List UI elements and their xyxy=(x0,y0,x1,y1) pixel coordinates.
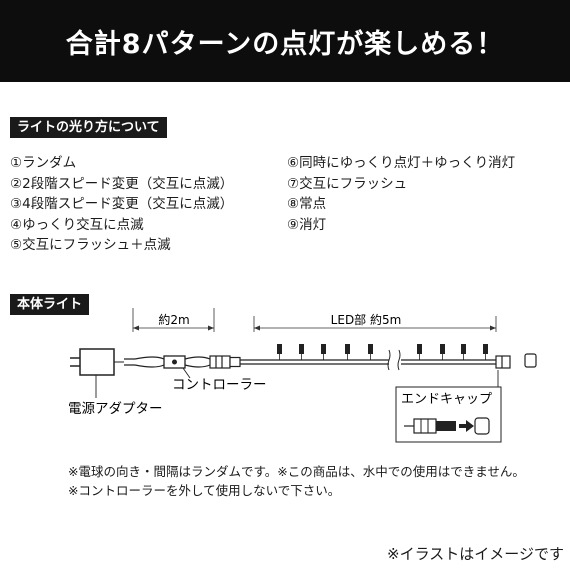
headline-banner: 合計8パターンの点灯が楽しめる！ xyxy=(0,0,570,82)
power-adapter-label: 電源アダプター xyxy=(68,401,163,417)
dimension-led xyxy=(253,316,497,332)
headline-title: 合計8パターンの点灯が楽しめる！ xyxy=(65,28,505,60)
led-bulb xyxy=(277,344,282,354)
pattern-item: ⑧常点 xyxy=(287,196,327,212)
usage-note: ※コントローラーを外して使用しないで下さい。 xyxy=(68,483,341,498)
led-bulb xyxy=(321,344,326,354)
pattern-item: ④ゆっくり交互に点滅 xyxy=(10,216,144,233)
pattern-item: ⑤交互にフラッシュ＋点滅 xyxy=(10,237,171,253)
product-diagram: 約2m LED部 約5m xyxy=(68,308,537,443)
section-label-light-patterns: ライトの光り方について xyxy=(10,117,167,138)
pattern-item: ⑦交互にフラッシュ xyxy=(287,175,408,192)
usage-notes: ※電球の向き・間隔はランダムです。※この商品は、水中での使用はできません。 ※コ… xyxy=(68,462,525,500)
arrow-right-icon xyxy=(459,420,474,432)
pattern-list-left: ①ランダム ②2段階スピード変更（交互に点滅） ③4段階スピード変更（交互に点滅… xyxy=(10,153,233,256)
wire xyxy=(124,356,496,368)
image-disclaimer: ※イラストはイメージです xyxy=(387,545,564,563)
led-bulb xyxy=(483,344,488,354)
dimension-led-label: LED部 約5m xyxy=(331,312,402,327)
dimension-cable xyxy=(132,308,215,332)
connector-icon xyxy=(209,355,241,369)
power-adapter-icon xyxy=(70,348,124,376)
led-bulb xyxy=(368,344,373,354)
led-bulb xyxy=(440,344,445,354)
pattern-item: ①ランダム xyxy=(10,155,77,171)
end-cap-detail-box xyxy=(395,386,502,443)
led-bulb xyxy=(461,344,466,354)
pattern-item: ⑥同時にゆっくり点灯＋ゆっくり消灯 xyxy=(287,155,516,171)
dimension-cable-label: 約2m xyxy=(158,312,189,327)
controller-icon xyxy=(163,355,186,369)
controller-label: コントローラー xyxy=(172,377,267,393)
end-connector-icon xyxy=(495,355,511,369)
led-bulb xyxy=(345,344,350,354)
break-mark xyxy=(387,349,401,371)
pattern-item: ⑨消灯 xyxy=(287,216,327,233)
pattern-item: ③4段階スピード変更（交互に点滅） xyxy=(10,196,234,212)
pattern-item: ②2段階スピード変更（交互に点滅） xyxy=(10,175,234,192)
led-bulbs xyxy=(277,344,488,354)
usage-note: ※電球の向き・間隔はランダムです。※この商品は、水中での使用はできません。 xyxy=(68,464,525,479)
end-cap-label: エンドキャップ xyxy=(401,392,492,407)
end-cap-icon xyxy=(524,353,537,368)
pattern-list-right: ⑥同時にゆっくり点灯＋ゆっくり消灯 ⑦交互にフラッシュ ⑧常点 ⑨消灯 xyxy=(287,153,515,235)
led-bulb xyxy=(417,344,422,354)
section-label-body-light: 本体ライト xyxy=(10,294,90,315)
led-bulb xyxy=(299,344,304,354)
